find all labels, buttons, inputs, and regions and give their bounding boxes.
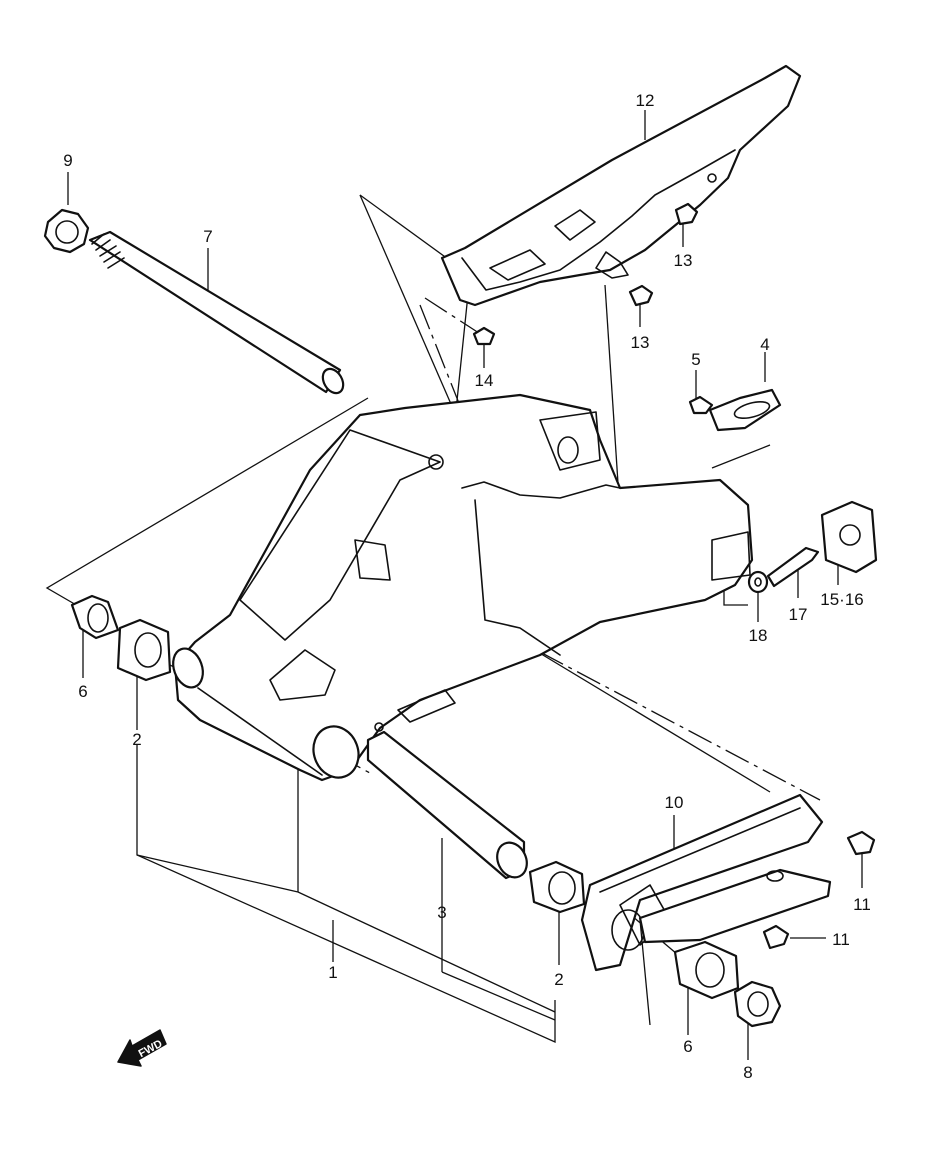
collar-6a-part: [70, 594, 120, 640]
callout-12: 12: [636, 91, 655, 110]
chain-guard-part: [440, 64, 802, 307]
fwd-badge: FWD: [117, 1029, 167, 1067]
callout-13: 13: [674, 251, 693, 270]
adjuster-block-part: [820, 500, 878, 574]
collar-6b-part: [673, 940, 740, 1000]
pivot-nut-part: [43, 208, 90, 254]
bolt-13a-part: [674, 202, 699, 226]
callout-labels: 1 2 2 3 4 5 6 6 7 8 9 10 11 11 12 13 13 …: [63, 91, 871, 1082]
clip-14-part: [472, 326, 496, 346]
callout-15-16: 15·16: [820, 590, 863, 609]
bearing-2a-part: [116, 618, 172, 682]
pivot-shaft-part: [88, 230, 345, 395]
callout-4: 4: [760, 335, 769, 354]
callout-13: 13: [631, 333, 650, 352]
callout-3: 3: [437, 903, 446, 922]
callout-18: 18: [749, 626, 768, 645]
swingarm-part: [172, 393, 754, 782]
callout-14: 14: [475, 371, 494, 390]
callout-11: 11: [832, 930, 850, 949]
bolt-13b-part: [628, 284, 654, 307]
callout-10: 10: [665, 793, 684, 812]
callout-6: 6: [78, 682, 87, 701]
callout-6: 6: [683, 1037, 692, 1056]
callout-2: 2: [132, 730, 141, 749]
callout-7: 7: [203, 227, 212, 246]
callout-2: 2: [554, 970, 563, 989]
bolt-5-part: [688, 395, 714, 415]
washer-part: [747, 570, 769, 594]
adjuster-bolt-part: [766, 546, 820, 588]
fwd-arrow-icon: [117, 1029, 167, 1067]
bolt-11a-part: [846, 830, 876, 856]
bolt-11b-part: [762, 924, 790, 950]
pivot-nut-8-part: [733, 980, 782, 1028]
pivot-spacer-part: [366, 730, 528, 880]
callout-11: 11: [853, 895, 871, 914]
callout-17: 17: [789, 605, 808, 624]
callout-9: 9: [63, 151, 72, 170]
callout-8: 8: [743, 1063, 752, 1082]
bearing-2b-part: [528, 860, 586, 914]
chain-guide-part: [638, 868, 832, 944]
callout-1: 1: [328, 963, 337, 982]
callout-5: 5: [691, 350, 700, 369]
adjuster-plate-part: [708, 388, 782, 432]
